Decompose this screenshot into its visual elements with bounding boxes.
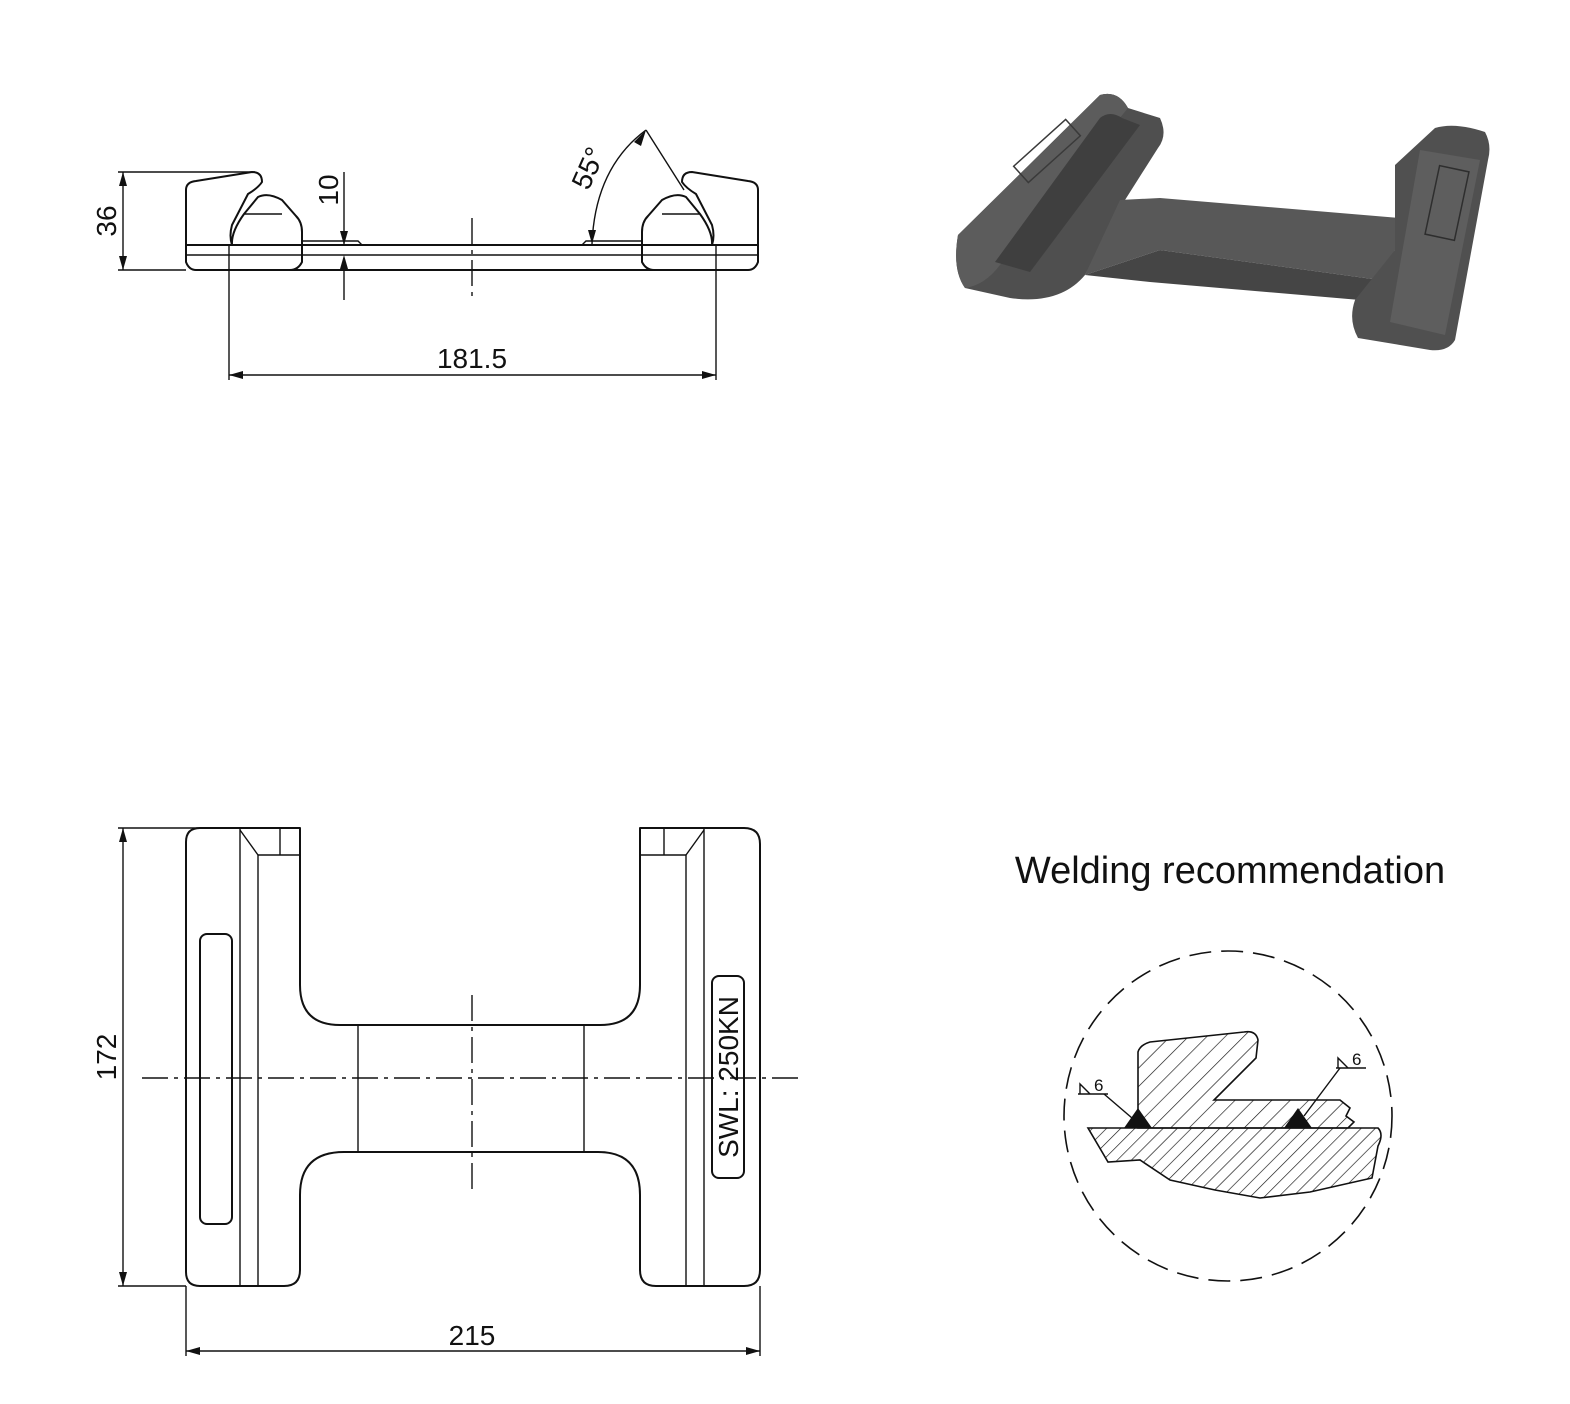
dim-10-label: 10 xyxy=(313,174,344,205)
dim-181-label: 181.5 xyxy=(437,343,507,374)
weld-right-size: 6 xyxy=(1352,1050,1361,1069)
dim-55-label: 55° xyxy=(566,142,612,193)
cone-3d-render xyxy=(956,93,1490,351)
weld-left xyxy=(1124,1108,1152,1128)
swl-label-plate xyxy=(711,975,745,1179)
welding-section: Welding recommendation 6 6 xyxy=(1015,850,1445,1282)
top-view: SWL: 250KN 172 215 xyxy=(91,827,800,1356)
dim-215-label: 215 xyxy=(449,1320,496,1351)
front-view: 36 10 55° 181.5 xyxy=(91,129,759,380)
front-left-hook xyxy=(185,171,263,246)
dim-172-label: 172 xyxy=(91,1034,122,1081)
top-outline xyxy=(185,827,761,1287)
left-marking-recess xyxy=(199,933,233,1225)
deck-plate xyxy=(1086,1127,1382,1199)
weld-left-size: 6 xyxy=(1094,1076,1103,1095)
welding-title: Welding recommendation xyxy=(1015,850,1445,892)
front-left-lug xyxy=(230,194,303,271)
swl-marking: SWL: 250KN xyxy=(713,996,744,1158)
dim-36-label: 36 xyxy=(91,205,122,236)
front-right-hook xyxy=(681,171,759,246)
cone-section xyxy=(1137,1030,1356,1129)
front-right-lug xyxy=(641,194,714,271)
weld-right xyxy=(1284,1108,1312,1128)
front-base-plate xyxy=(185,244,759,271)
detail-circle xyxy=(1063,950,1393,1282)
